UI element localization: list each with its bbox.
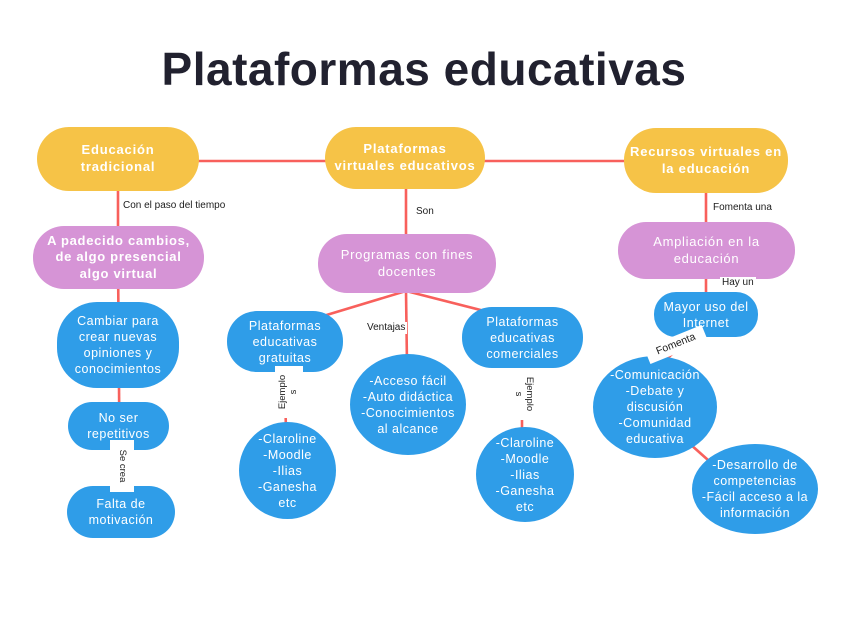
node-ejemplos-gratuitas: -Claroline -Moodle -Ilias -Ganesha etc xyxy=(239,422,336,519)
edge-label-ejemplos-derecha: Ejemplo s xyxy=(509,368,537,420)
node-recursos-virtuales: Recursos virtuales en la educación xyxy=(624,128,788,193)
node-plataformas-gratuitas: Plataformas educativas gratuitas xyxy=(227,311,343,372)
node-desarrollo-lista: -Desarrollo de competencias -Fácil acces… xyxy=(692,444,818,534)
edge-label-ventajas: Ventajas xyxy=(365,322,408,334)
edge-label-ejemplos-izquierda: Ejemplo s xyxy=(275,366,303,418)
node-educacion-tradicional: Educación tradicional xyxy=(37,127,199,191)
edge-label-con-el-paso: Con el paso del tiempo xyxy=(121,200,228,212)
node-ventajas-lista: -Acceso fácil -Auto didáctica -Conocimie… xyxy=(350,354,466,455)
node-plataformas-comerciales: Plataformas educativas comerciales xyxy=(462,307,583,368)
node-plataformas-virtuales-educativos: Plataformas virtuales educativos xyxy=(325,127,485,189)
node-ampliacion-educacion: Ampliación en la educación xyxy=(618,222,795,279)
edge-label-se-crea: Se crea xyxy=(110,440,134,492)
node-falta-motivacion: Falta de motivación xyxy=(67,486,175,538)
node-programas-con-fines-docentes: Programas con fines docentes xyxy=(318,234,496,293)
node-cambiar-opiniones: Cambiar para crear nuevas opiniones y co… xyxy=(57,302,179,388)
node-mayor-uso-internet: Mayor uso del Internet xyxy=(654,292,758,337)
node-padecido-cambios: A padecido cambios, de algo presencial a… xyxy=(33,226,204,289)
edge-label-son: Son xyxy=(414,206,436,218)
edge-label-hay-un: Hay un xyxy=(720,277,756,289)
page-title: Plataformas educativas xyxy=(161,43,687,95)
edge-label-fomenta-una: Fomenta una xyxy=(711,202,774,214)
node-ejemplos-comerciales: -Claroline -Moodle -Ilias -Ganesha etc xyxy=(476,427,574,522)
node-fomenta-lista: -Comunicación -Debate y discusión -Comun… xyxy=(593,356,717,458)
